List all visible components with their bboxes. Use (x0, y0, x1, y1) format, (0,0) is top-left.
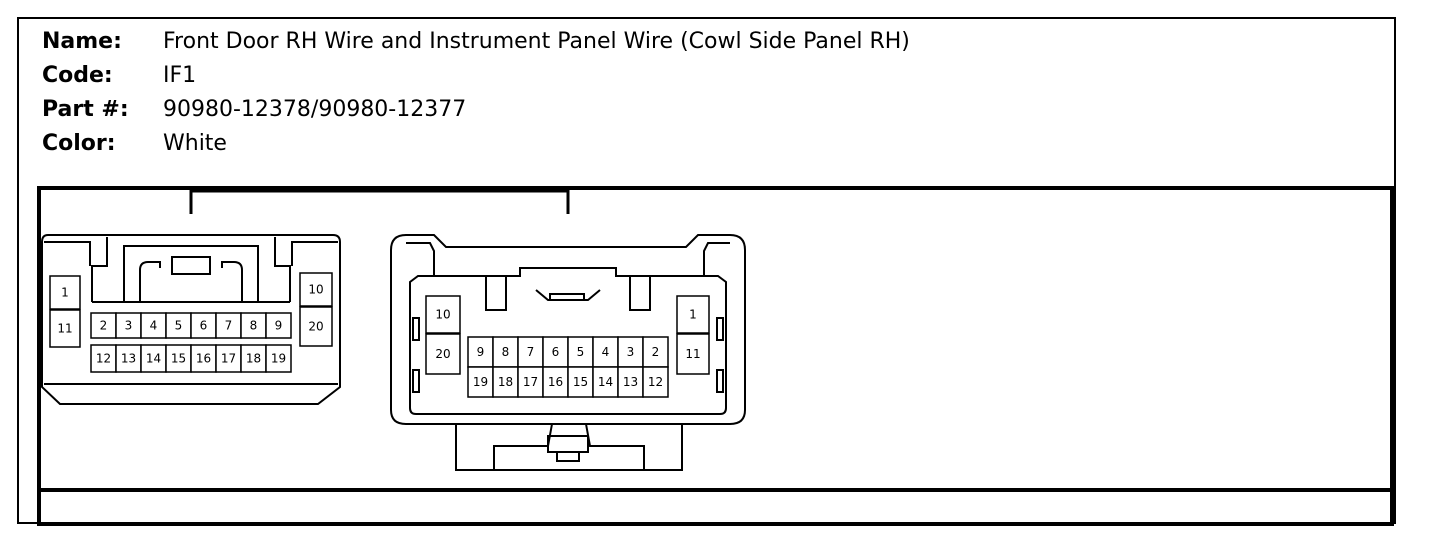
right-pin-16: 16 (542, 366, 569, 398)
left-pin-9: 9 (265, 312, 292, 339)
pin-label: 16 (196, 352, 211, 366)
right-pin-5: 5 (567, 336, 594, 368)
pin-label: 14 (598, 375, 613, 389)
pin-label: 4 (150, 319, 158, 333)
pin-label: 19 (473, 375, 488, 389)
right-pin-2: 2 (642, 336, 669, 368)
left-pin-20: 20 (299, 306, 333, 347)
left-connector (41, 234, 341, 405)
pin-label: 11 (685, 347, 700, 361)
pin-label: 6 (552, 345, 560, 359)
left-pin-11: 11 (49, 309, 81, 348)
pin-label: 10 (308, 283, 323, 297)
pin-label: 15 (171, 352, 186, 366)
pin-label: 18 (246, 352, 261, 366)
code-label: Code: (42, 63, 113, 88)
right-pin-17: 17 (517, 366, 544, 398)
pin-label: 5 (577, 345, 585, 359)
pin-label: 17 (221, 352, 236, 366)
part-number-label: Part #: (42, 97, 129, 122)
pin-label: 1 (689, 308, 697, 322)
left-pin-8: 8 (240, 312, 267, 339)
right-pin-13: 13 (617, 366, 644, 398)
left-pin-1: 1 (49, 275, 81, 310)
right-pin-4: 4 (592, 336, 619, 368)
pin-label: 8 (502, 345, 510, 359)
pin-label: 6 (200, 319, 208, 333)
pin-label: 17 (523, 375, 538, 389)
right-pin-3: 3 (617, 336, 644, 368)
left-pin-19: 19 (265, 344, 292, 373)
pin-label: 20 (308, 320, 323, 334)
pin-label: 13 (623, 375, 638, 389)
right-pin-12: 12 (642, 366, 669, 398)
pin-label: 20 (435, 347, 450, 361)
color-label: Color: (42, 131, 116, 156)
code-value: IF1 (163, 63, 197, 88)
diagram-frame (37, 186, 1394, 526)
left-pin-4: 4 (140, 312, 167, 339)
right-pin-1: 1 (676, 295, 710, 334)
right-pin-10: 10 (425, 295, 461, 334)
pin-label: 1 (61, 286, 69, 300)
left-pin-12: 12 (90, 344, 117, 373)
pin-label: 10 (435, 308, 450, 322)
pin-label: 8 (250, 319, 258, 333)
right-pin-18: 18 (492, 366, 519, 398)
right-pin-14: 14 (592, 366, 619, 398)
pin-label: 4 (602, 345, 610, 359)
pin-label: 9 (477, 345, 485, 359)
left-pin-17: 17 (215, 344, 242, 373)
right-pin-20: 20 (425, 333, 461, 375)
pin-label: 5 (175, 319, 183, 333)
left-pin-3: 3 (115, 312, 142, 339)
pin-label: 7 (527, 345, 535, 359)
pin-label: 3 (125, 319, 133, 333)
name-value: Front Door RH Wire and Instrument Panel … (163, 29, 910, 54)
right-pin-11: 11 (676, 333, 710, 375)
pin-label: 12 (96, 352, 111, 366)
pin-label: 13 (121, 352, 136, 366)
left-pin-18: 18 (240, 344, 267, 373)
pin-label: 9 (275, 319, 283, 333)
color-value: White (163, 131, 227, 156)
left-pin-14: 14 (140, 344, 167, 373)
right-pin-15: 15 (567, 366, 594, 398)
pin-label: 19 (271, 352, 286, 366)
pin-label: 14 (146, 352, 161, 366)
part-number-value: 90980-12378/90980-12377 (163, 97, 467, 122)
pin-label: 12 (648, 375, 663, 389)
pin-label: 18 (498, 375, 513, 389)
right-pin-19: 19 (467, 366, 494, 398)
left-pin-7: 7 (215, 312, 242, 339)
right-pin-8: 8 (492, 336, 519, 368)
pin-label: 2 (652, 345, 660, 359)
left-pin-5: 5 (165, 312, 192, 339)
right-pin-6: 6 (542, 336, 569, 368)
right-pin-7: 7 (517, 336, 544, 368)
pin-label: 15 (573, 375, 588, 389)
left-pin-2: 2 (90, 312, 117, 339)
pin-label: 7 (225, 319, 233, 333)
left-pin-16: 16 (190, 344, 217, 373)
left-pin-13: 13 (115, 344, 142, 373)
left-pin-15: 15 (165, 344, 192, 373)
name-label: Name: (42, 29, 122, 54)
right-pin-9: 9 (467, 336, 494, 368)
left-pin-6: 6 (190, 312, 217, 339)
pin-label: 2 (100, 319, 108, 333)
pin-label: 11 (57, 322, 72, 336)
pin-label: 3 (627, 345, 635, 359)
pairing-bracket (189, 189, 570, 214)
pin-label: 16 (548, 375, 563, 389)
right-connector (390, 234, 746, 471)
left-pin-10: 10 (299, 272, 333, 307)
